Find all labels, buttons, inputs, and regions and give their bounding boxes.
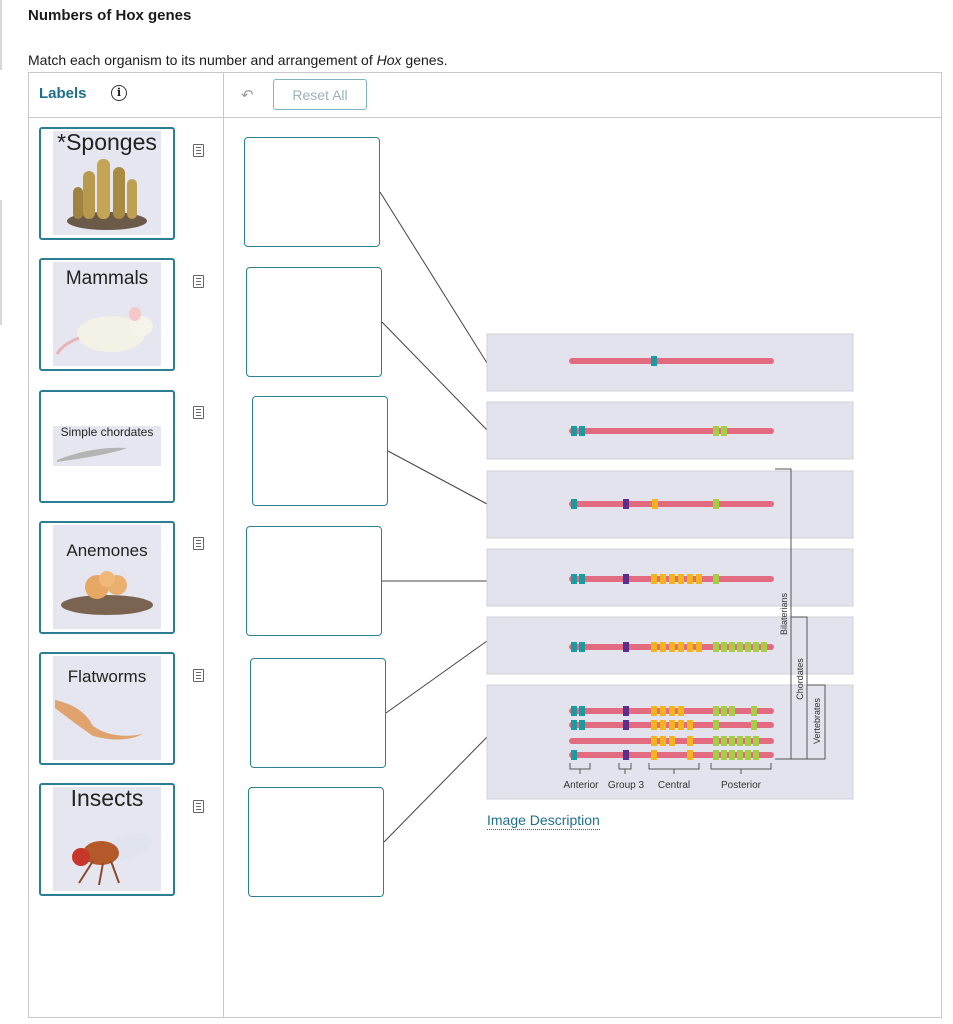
label-text: Simple chordates — [60, 425, 154, 439]
label-bilaterians: Bilaterians — [779, 592, 789, 635]
label-vertebrates: Vertebrates — [812, 697, 822, 744]
label-central: Central — [658, 780, 690, 791]
label-text: Flatworms — [67, 667, 147, 686]
clade-brackets — [775, 468, 826, 760]
info-icon[interactable]: i — [111, 85, 127, 101]
drop-target-3[interactable] — [252, 396, 388, 506]
drop-target-4[interactable] — [246, 526, 382, 636]
label-text: Mammals — [65, 268, 149, 289]
flatworm-image — [53, 656, 161, 760]
label-group-3: Group 3 — [608, 780, 645, 791]
label-card-mammals[interactable]: Mammals — [39, 258, 175, 371]
hox-genes — [571, 356, 767, 760]
hox-gene-figure: Anterior Group 3 Central Posterior Bilat… — [379, 191, 854, 843]
label-text: Anemones — [66, 541, 148, 560]
fruit-fly-image — [72, 832, 152, 886]
label-text: Insects — [70, 785, 144, 811]
note-icon[interactable] — [193, 537, 204, 550]
reset-all-button[interactable]: Reset All — [273, 79, 367, 110]
header-divider — [29, 117, 941, 118]
clade-labels: Bilaterians Chordates Vertebrates — [779, 592, 822, 744]
label-card-insects[interactable]: Insects — [39, 783, 175, 896]
anemone-image — [53, 525, 161, 629]
label-chordates: Chordates — [795, 658, 805, 700]
sponge-image — [67, 159, 147, 230]
group-labels: Anterior Group 3 Central Posterior — [563, 780, 761, 791]
instruction-text: Match each organism to its number and ar… — [28, 52, 448, 68]
drop-target-6[interactable] — [248, 787, 384, 897]
label-card-sponges[interactable]: *Sponges — [39, 127, 175, 240]
sponge-image — [53, 131, 161, 235]
labels-header: Labels — [39, 85, 87, 102]
label-card-simple-chordates[interactable]: Simple chordates — [39, 390, 175, 503]
note-icon[interactable] — [193, 275, 204, 288]
page-title: Numbers of Hox genes — [28, 7, 192, 24]
leader-lines — [379, 191, 488, 843]
group-brackets — [569, 763, 772, 774]
image-description-link[interactable]: Image Description — [487, 812, 600, 830]
lancelet-image — [53, 426, 161, 466]
label-anterior: Anterior — [563, 780, 599, 791]
flatworm-image — [55, 700, 143, 740]
left-rule — [0, 0, 2, 70]
label-card-anemones[interactable]: Anemones — [39, 521, 175, 634]
note-icon[interactable] — [193, 144, 204, 157]
left-rule — [0, 200, 2, 325]
undo-icon[interactable]: ↶ — [241, 87, 254, 104]
matching-panel: Labels i ↶ Reset All *Sponges M — [28, 72, 942, 1018]
note-icon[interactable] — [193, 669, 204, 682]
column-divider — [223, 73, 224, 1017]
drop-target-5[interactable] — [250, 658, 386, 768]
drop-target-1[interactable] — [244, 137, 380, 247]
lancelet-image — [57, 447, 127, 462]
fruit-fly-image — [53, 787, 161, 891]
anemone-image — [61, 571, 153, 615]
mouse-image — [53, 262, 161, 366]
label-posterior: Posterior — [721, 780, 762, 791]
mouse-image — [55, 307, 153, 355]
note-icon[interactable] — [193, 406, 204, 419]
label-text: *Sponges — [57, 129, 157, 155]
drop-target-2[interactable] — [246, 267, 382, 377]
label-card-flatworms[interactable]: Flatworms — [39, 652, 175, 765]
note-icon[interactable] — [193, 800, 204, 813]
